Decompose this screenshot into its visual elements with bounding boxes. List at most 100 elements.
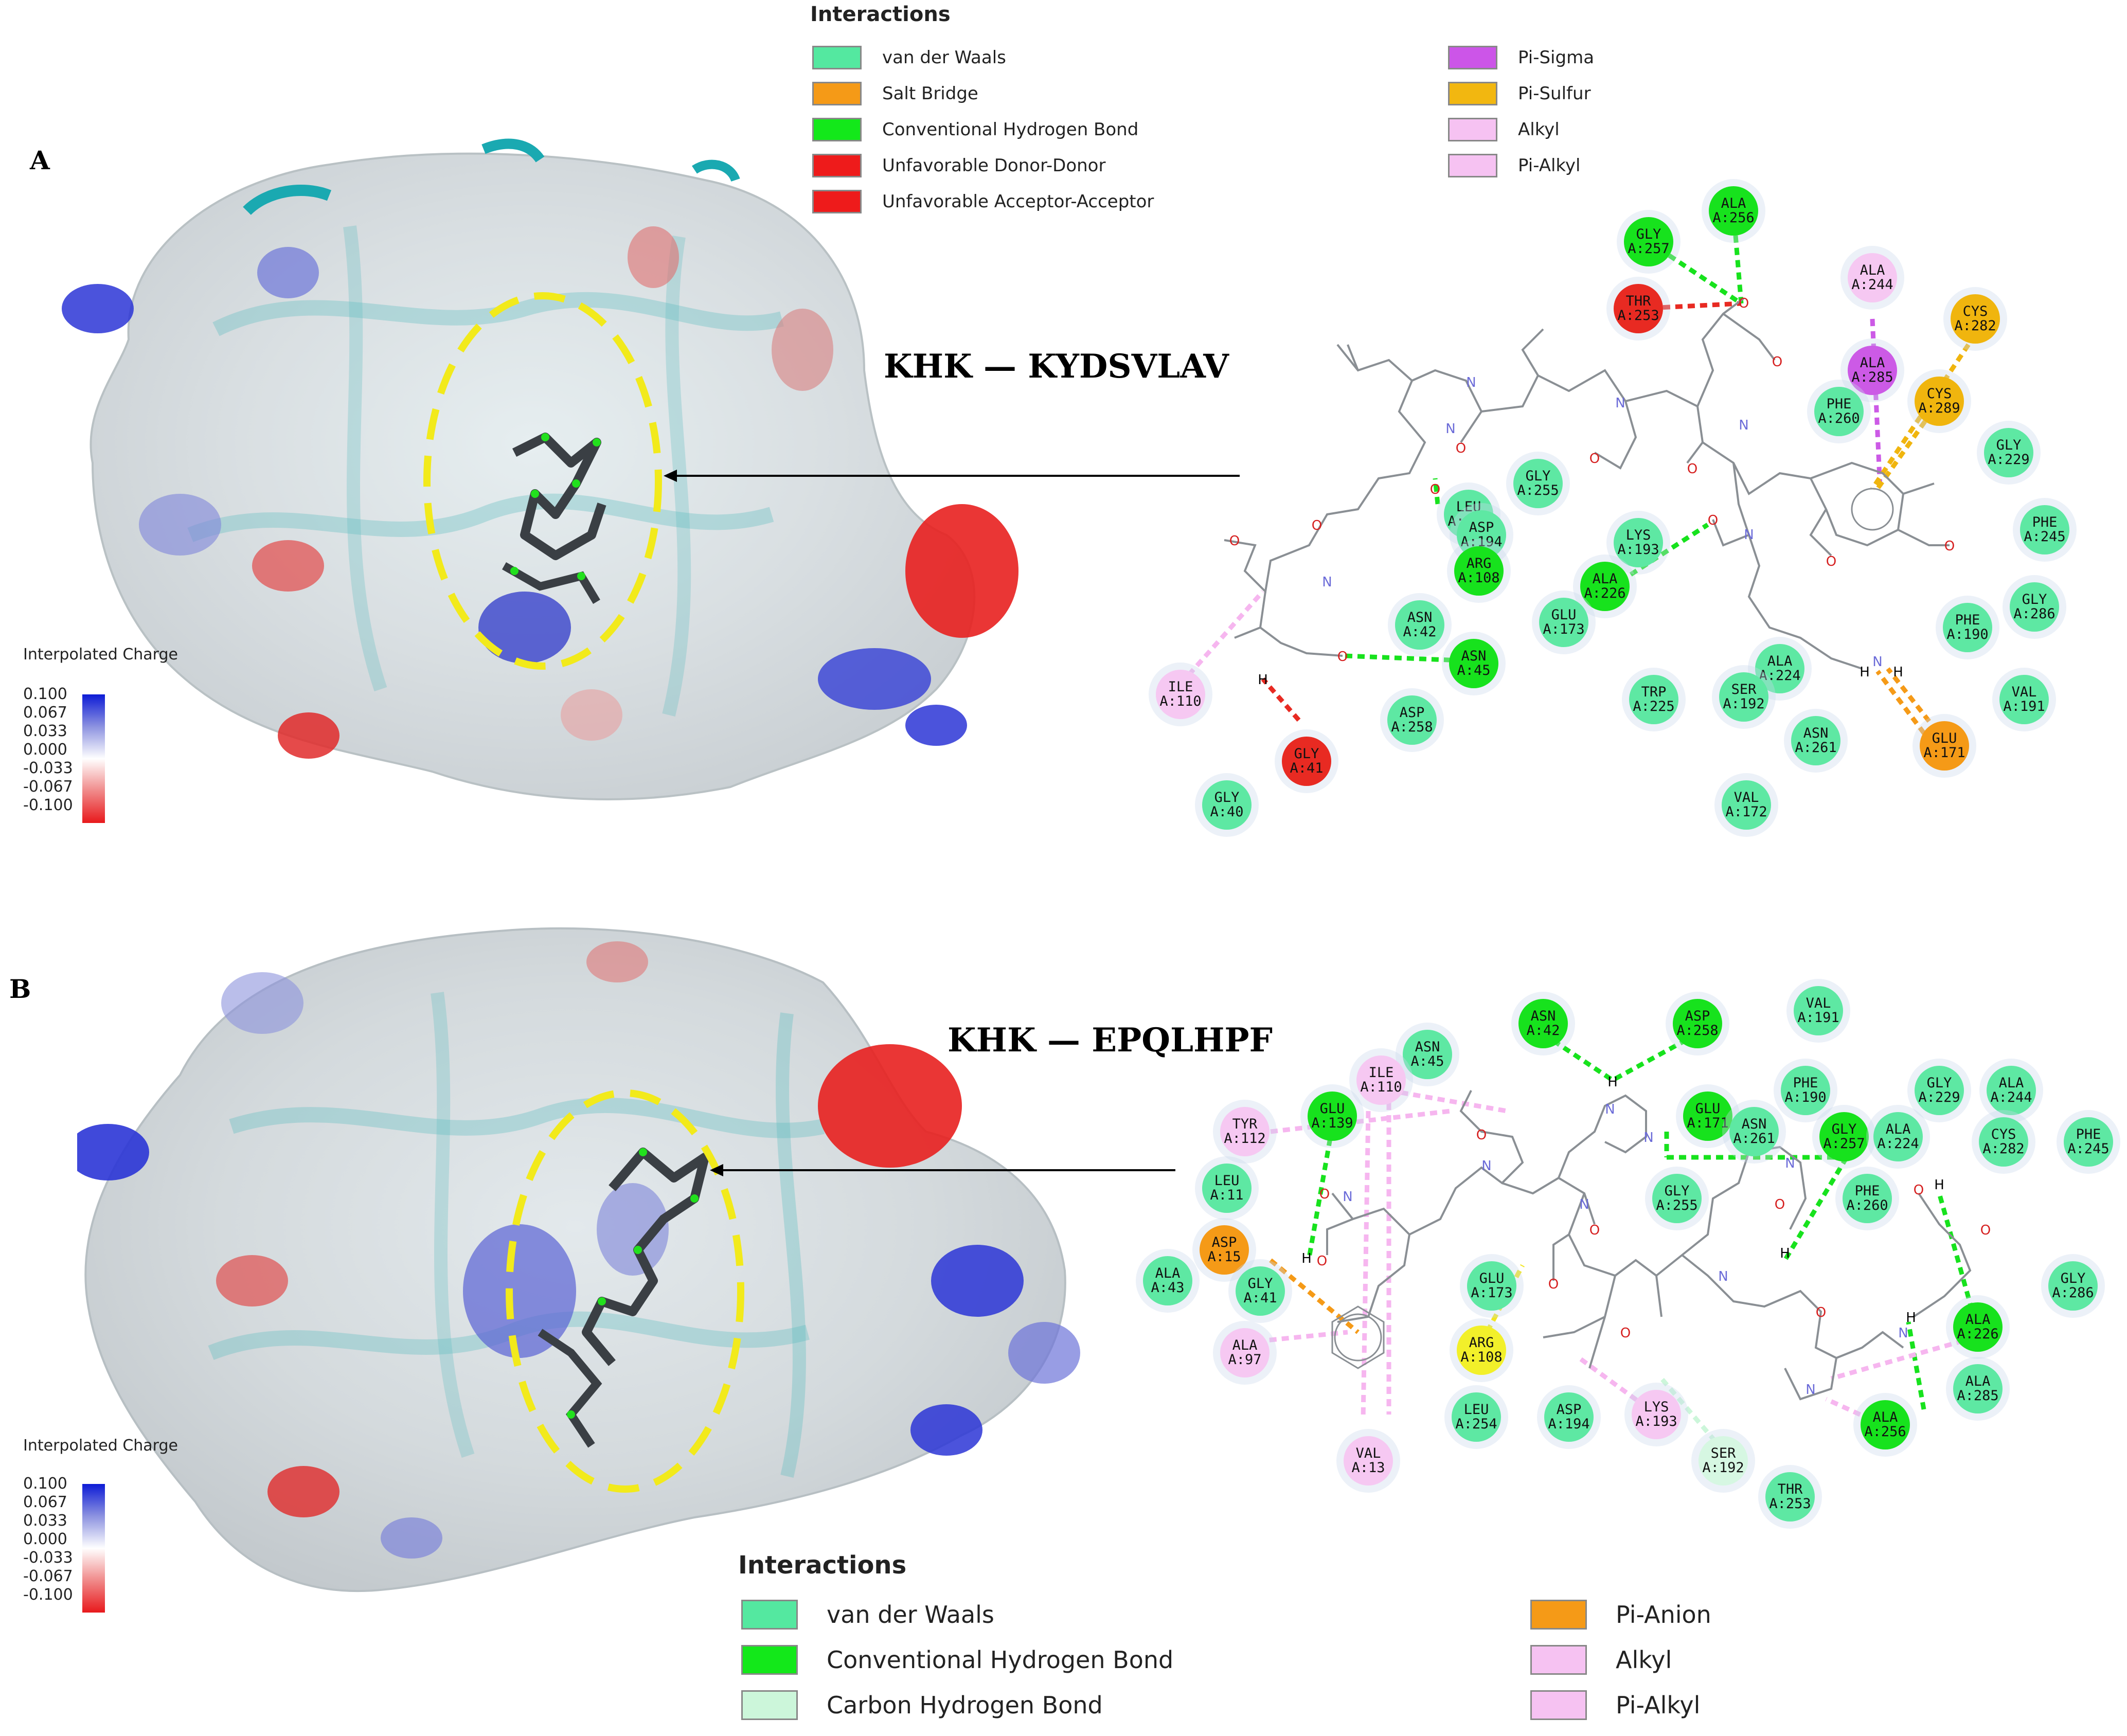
svg-text:N: N (1744, 527, 1754, 543)
residue-name: GLU (1551, 606, 1577, 623)
panel-b-arrow (710, 1164, 1175, 1176)
panel-b-complex-title: KHK — EPQLHPF (948, 1021, 1273, 1060)
alkyl-line (1388, 1088, 1508, 1114)
residue-name: LYS (1643, 1399, 1669, 1415)
svg-text:N: N (1615, 396, 1625, 411)
residue-name: SER (1710, 1445, 1736, 1461)
svg-text:O: O (1456, 441, 1466, 456)
residue-number: A:13 (1351, 1460, 1385, 1476)
residue-number: A:256 (1712, 210, 1755, 226)
residue-name: ALA (1885, 1121, 1911, 1137)
panel-a-complex-title: KHK — KYDSVLAV (884, 347, 1229, 386)
legend-a-item-alkyl: Alkyl (1448, 118, 1594, 141)
residue-name: VAL (1733, 789, 1759, 806)
svg-text:H: H (1780, 1246, 1790, 1261)
svg-text:O: O (1772, 354, 1782, 370)
residue-name: ASN (1741, 1116, 1767, 1132)
legend-a-swatch (1448, 118, 1497, 141)
residue-name: ARG (1466, 555, 1492, 571)
svg-text:O: O (1944, 539, 1955, 554)
residue-name: ASN (1803, 725, 1829, 741)
residue-name: PHE (1854, 1183, 1880, 1199)
residue-name: SER (1731, 681, 1757, 697)
legend-a-swatch (812, 82, 862, 105)
legend-a-item-vdw: van der Waals (812, 46, 1154, 69)
legend-a-label: Salt Bridge (882, 83, 978, 104)
residue-number: A:253 (1617, 308, 1659, 324)
residue-name: TRP (1641, 684, 1667, 700)
residue-name: LEU (1463, 1401, 1489, 1418)
residue-name: THR (1625, 293, 1651, 309)
svg-text:O: O (1229, 533, 1240, 549)
svg-text:O: O (1708, 513, 1718, 528)
residue-number: A:226 (1584, 585, 1626, 601)
residue-name: ALA (1965, 1373, 1991, 1389)
residue-number: A:110 (1159, 693, 1202, 709)
residue-name: ASN (1461, 648, 1487, 664)
legend-b-title: Interactions (738, 1551, 907, 1580)
svg-text:O: O (1589, 451, 1600, 467)
svg-text:N: N (1579, 1197, 1589, 1212)
residue-number: A:282 (1982, 1141, 2025, 1157)
legend-b-item-pi-alkyl: Pi-Alkyl (1530, 1690, 1711, 1720)
residue-number: A:285 (1851, 369, 1893, 385)
alkyl-line (1825, 1397, 1884, 1427)
charge-tick: 0.100 (23, 685, 67, 703)
residue-name: GLY (2022, 591, 2047, 607)
legend-a-label: Pi-Sigma (1518, 47, 1595, 68)
residue-name: ALA (1860, 262, 1885, 278)
alkyl-line (1361, 1111, 1371, 1420)
legend-a-swatch (812, 154, 862, 177)
svg-text:N: N (1643, 1130, 1653, 1146)
residue-name: ILE (1368, 1064, 1394, 1081)
residue-name: VAL (1355, 1445, 1381, 1461)
residue-number: A:173 (1471, 1285, 1513, 1301)
svg-text:H: H (1607, 1075, 1618, 1090)
legend-panel-a: Interactions van der Waals Salt Bridge C… (810, 3, 1594, 219)
residue-number: A:244 (1851, 277, 1893, 293)
residue-name: ASN (1415, 1039, 1440, 1055)
residue-name: GLY (1831, 1121, 1857, 1137)
residue-name: ALA (1721, 195, 1746, 211)
residue-number: A:41 (1243, 1290, 1277, 1306)
legend-a-item-pi-sigma: Pi-Sigma (1448, 46, 1594, 69)
residue-name: GLY (1636, 226, 1661, 242)
legend-a-swatch (1448, 154, 1497, 177)
residue-name: CYS (1926, 385, 1952, 402)
residue-number: A:289 (1918, 400, 1960, 416)
legend-a-swatch (812, 118, 862, 141)
residue-number: A:172 (1725, 804, 1767, 820)
hbond-line (1937, 1192, 1978, 1323)
residue-number: A:190 (1784, 1089, 1827, 1105)
charge-scale-b-bar (82, 1484, 105, 1613)
legend-b-item-carbon-hbond: Carbon Hydrogen Bond (741, 1690, 1173, 1720)
residue-name: GLY (1247, 1275, 1273, 1292)
residue-number: A:256 (1864, 1424, 1906, 1440)
legend-a-col2: Pi-Sigma Pi-Sulfur Alkyl Pi-Alkyl (1448, 46, 1594, 177)
residue-name: PHE (2032, 514, 2058, 530)
residue-number: A:225 (1633, 699, 1675, 714)
panel-b-label: B (9, 974, 31, 1004)
residue-name: GLU (1319, 1100, 1345, 1117)
svg-text:H: H (1860, 665, 1870, 680)
residue-name: ASP (1556, 1401, 1582, 1418)
